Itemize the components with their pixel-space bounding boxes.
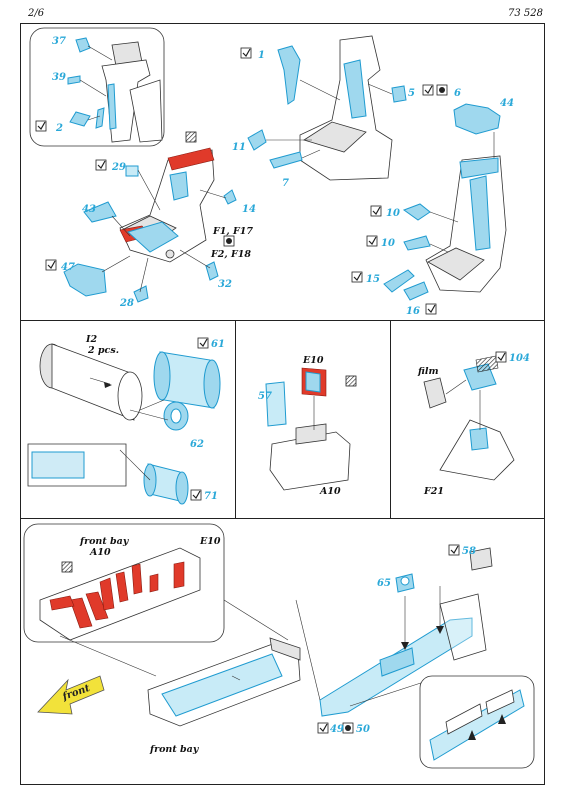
- label-a10: A10: [319, 486, 341, 497]
- part-57: 57: [258, 391, 272, 402]
- check-box-icon: [317, 722, 329, 734]
- label-i2-qty: 2 pcs.: [87, 345, 119, 356]
- part-11: 11: [232, 142, 246, 153]
- hatched-box-icon: [61, 561, 73, 573]
- label-e10-bay: E10: [199, 536, 221, 547]
- part-10: 10: [381, 238, 395, 249]
- bend-symbol-icon: [436, 84, 448, 96]
- part-58: 58: [462, 546, 476, 557]
- page-number: 2/6: [28, 8, 45, 19]
- front-bay-sketch: [59, 599, 301, 727]
- part-44: 44: [500, 98, 514, 109]
- part-14: 14: [242, 204, 256, 215]
- label-f21: F21: [423, 486, 444, 497]
- catalog-number: 73 528: [508, 8, 543, 19]
- part-6: 6: [454, 88, 461, 99]
- part-65: 65: [377, 578, 391, 589]
- hatched-box-icon: [185, 131, 197, 143]
- check-box-icon: [35, 120, 47, 132]
- check-box-icon: [366, 235, 378, 247]
- instruction-frame: [20, 23, 545, 785]
- check-box-icon: [422, 84, 434, 96]
- part-50: 50: [356, 724, 370, 735]
- label-i2: I2: [85, 334, 97, 345]
- part-15: 15: [366, 274, 380, 285]
- seat-main-left: [63, 147, 237, 303]
- part-47: 47: [61, 262, 75, 273]
- part-28: 28: [119, 298, 134, 309]
- part-5: 5: [408, 88, 415, 99]
- part-43: 43: [82, 204, 96, 215]
- check-box-icon: [370, 205, 382, 217]
- exhaust-nozzle-sketch: [27, 343, 221, 505]
- label-front-bay-bottom: front bay: [149, 744, 200, 755]
- check-box-icon: [190, 489, 202, 501]
- label-e10: E10: [302, 355, 324, 366]
- panel-divider-right: [390, 320, 391, 518]
- label-film: film: [417, 366, 439, 377]
- label-f1-f17: F1, F17: [212, 226, 253, 237]
- check-box-icon: [45, 259, 57, 271]
- instrument-panel-sketch: [295, 547, 535, 769]
- check-box-icon: [197, 337, 209, 349]
- front-arrow-icon: front: [37, 675, 105, 715]
- part-37: 37: [52, 36, 66, 47]
- check-box-icon: [425, 303, 437, 315]
- label-f2-f18: F2, F18: [210, 249, 251, 260]
- part-61: 61: [211, 339, 225, 350]
- label-front-bay: front bay: [79, 536, 130, 547]
- part-49: 49: [330, 724, 344, 735]
- part-71: 71: [204, 491, 218, 502]
- part-39: 39: [52, 72, 66, 83]
- panel-divider-top: [20, 320, 545, 321]
- part-104: 104: [509, 353, 530, 364]
- panel-divider-bottom: [20, 518, 545, 519]
- check-box-icon: [95, 159, 107, 171]
- f21-sketch: [423, 355, 515, 481]
- seat-main-center: [247, 35, 407, 181]
- part-32: 32: [218, 279, 232, 290]
- seat-main-right: [383, 103, 507, 301]
- check-box-icon: [240, 47, 252, 59]
- front-bay-inset: [23, 523, 225, 643]
- part-62: 62: [190, 439, 204, 450]
- check-box-icon: [351, 271, 363, 283]
- part-10: 10: [386, 208, 400, 219]
- check-box-icon: [495, 351, 507, 363]
- part-2: 2: [55, 123, 63, 134]
- hatched-box-icon: [345, 375, 357, 387]
- label-a10-bay: A10: [89, 547, 111, 558]
- check-box-icon: [448, 544, 460, 556]
- part-29: 29: [111, 162, 126, 173]
- a10-sketch: [265, 367, 351, 491]
- bend-symbol-icon: [223, 235, 235, 247]
- part-7: 7: [282, 178, 289, 189]
- part-16: 16: [406, 306, 420, 317]
- bend-symbol-icon: [342, 722, 354, 734]
- inset-seat-headrest: [29, 27, 165, 147]
- panel-divider-left: [235, 320, 236, 518]
- part-1: 1: [258, 50, 265, 61]
